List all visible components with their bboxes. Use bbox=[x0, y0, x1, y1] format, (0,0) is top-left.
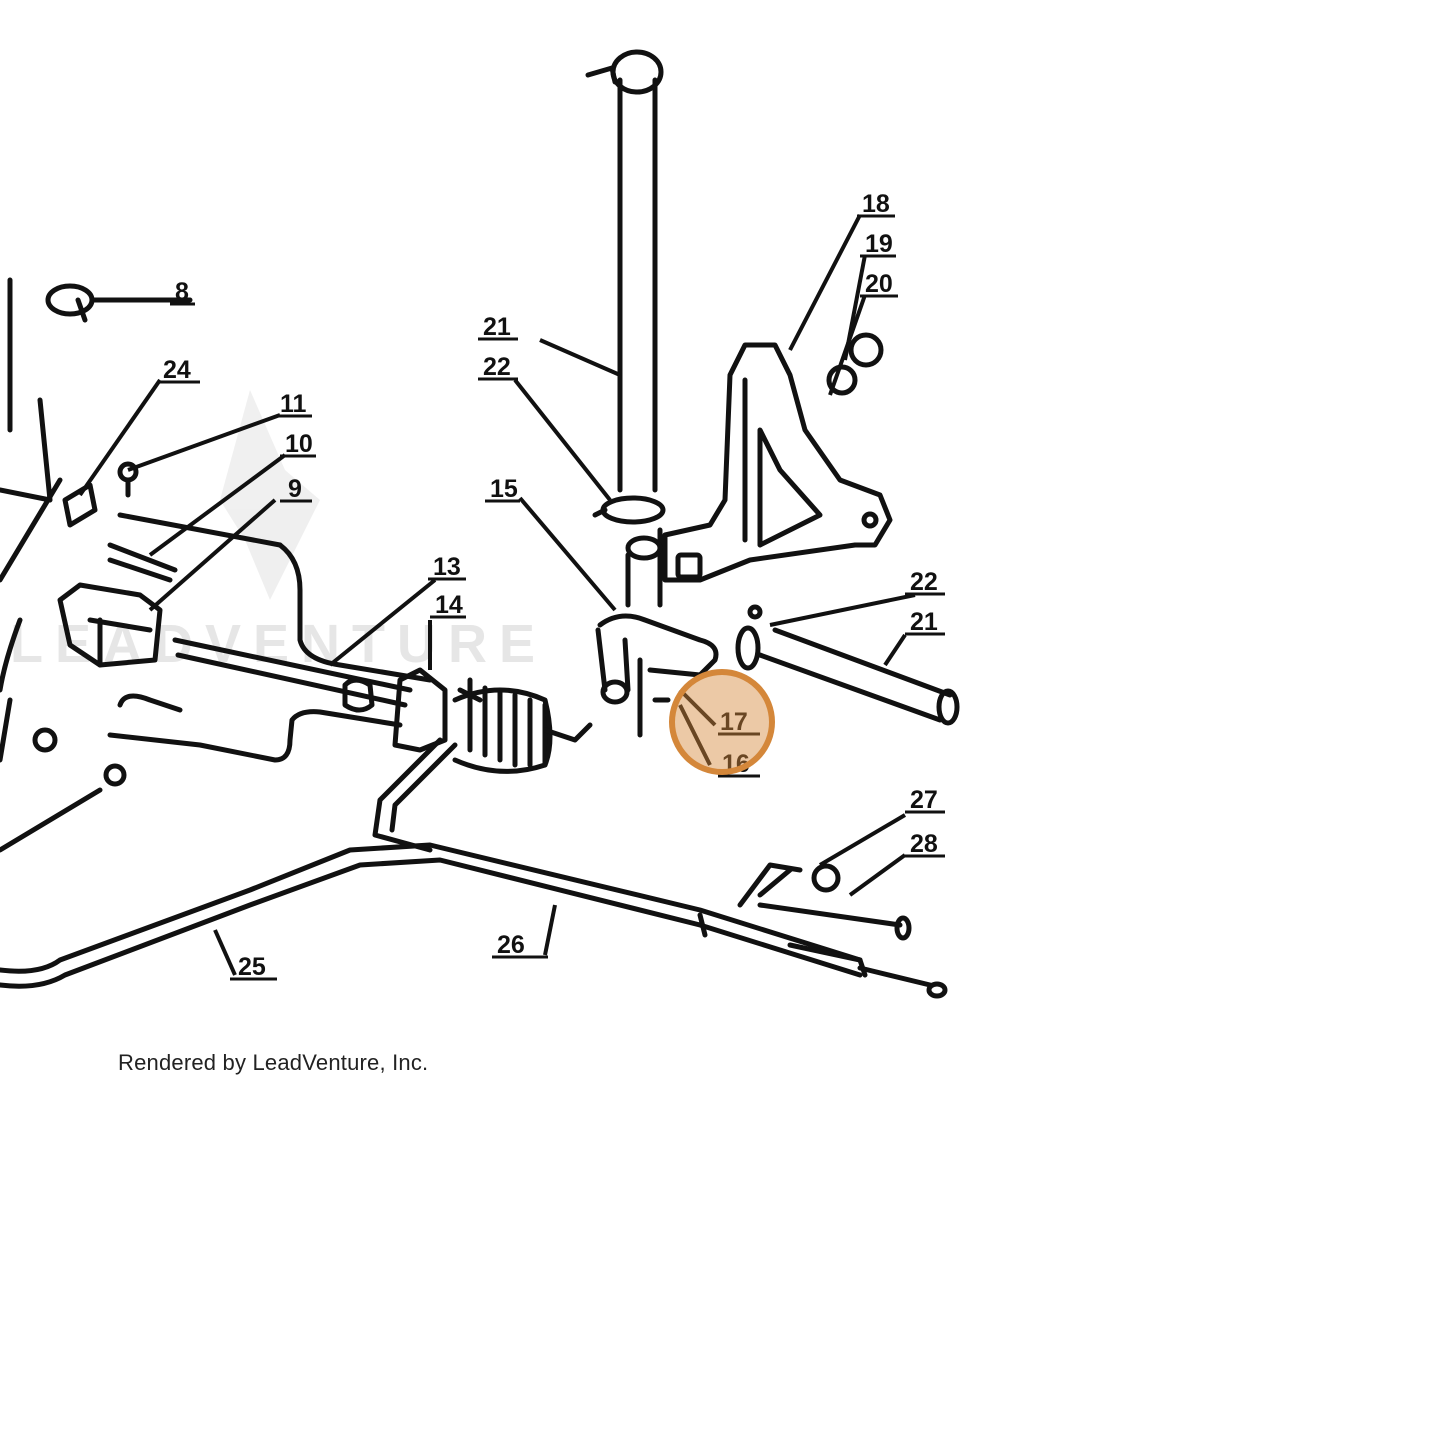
callout-28: 28 bbox=[910, 830, 938, 858]
watermark-text: LEADVENTURE bbox=[10, 614, 547, 674]
callout-20: 20 bbox=[865, 270, 893, 298]
callout-9: 9 bbox=[288, 475, 302, 503]
callout-27: 27 bbox=[910, 786, 938, 814]
callout-26: 26 bbox=[497, 931, 525, 959]
callout-21-top: 21 bbox=[483, 313, 511, 341]
callout-18: 18 bbox=[862, 190, 890, 218]
callout-10: 10 bbox=[285, 430, 313, 458]
callout-13: 13 bbox=[433, 553, 461, 581]
drag-link bbox=[372, 737, 458, 853]
leader-lines bbox=[0, 214, 916, 976]
callout-8: 8 bbox=[175, 278, 189, 306]
render-credit: Rendered by LeadVenture, Inc. bbox=[118, 1050, 429, 1075]
support-bracket bbox=[662, 342, 893, 583]
cross-shaft bbox=[757, 627, 953, 723]
callout-15: 15 bbox=[490, 475, 518, 503]
callout-labels: 8 24 11 10 9 13 14 21 22 15 18 19 20 22 … bbox=[163, 190, 938, 981]
drawing bbox=[0, 49, 960, 999]
callout-22-top: 22 bbox=[483, 353, 511, 381]
callout-21-right: 21 bbox=[910, 608, 938, 636]
callout-11: 11 bbox=[280, 390, 307, 418]
callout-17: 17 bbox=[720, 708, 748, 736]
callout-14: 14 bbox=[435, 591, 463, 619]
spring-cylinder bbox=[392, 667, 448, 753]
linkage-rod bbox=[172, 637, 413, 708]
steering-shaft bbox=[617, 77, 658, 493]
callout-24: 24 bbox=[163, 356, 191, 384]
watermark: LEADVENTURE bbox=[10, 390, 547, 674]
callout-19: 19 bbox=[865, 230, 893, 258]
lever-block bbox=[57, 582, 163, 668]
left-column-part bbox=[0, 277, 53, 503]
callout-25: 25 bbox=[238, 953, 266, 981]
highlight-marker[interactable] bbox=[669, 669, 775, 775]
callout-22-right: 22 bbox=[910, 568, 938, 596]
callout-underlines bbox=[158, 214, 945, 981]
